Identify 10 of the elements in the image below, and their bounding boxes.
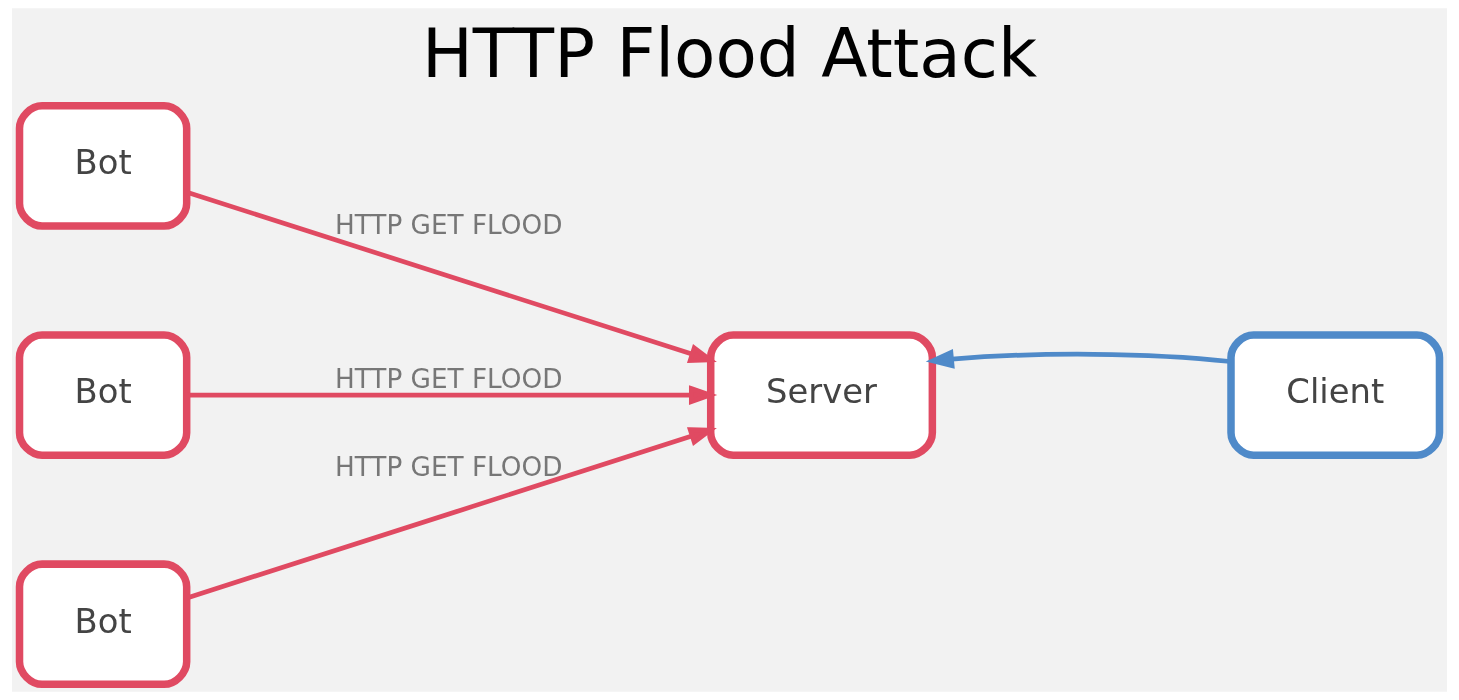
node-box: Client [1227,331,1444,459]
edge-label: HTTP GET FLOOD [334,209,563,240]
arrow [925,349,1231,369]
edge-label: HTTP GET FLOOD [334,452,563,483]
node-box: Server [706,331,937,459]
diagram-title: HTTP Flood Attack [421,14,1038,94]
node-box: Bot [15,102,191,230]
node-box: Bot [15,560,191,689]
node-box: Bot [15,331,191,459]
edge-label: HTTP GET FLOOD [334,363,563,394]
